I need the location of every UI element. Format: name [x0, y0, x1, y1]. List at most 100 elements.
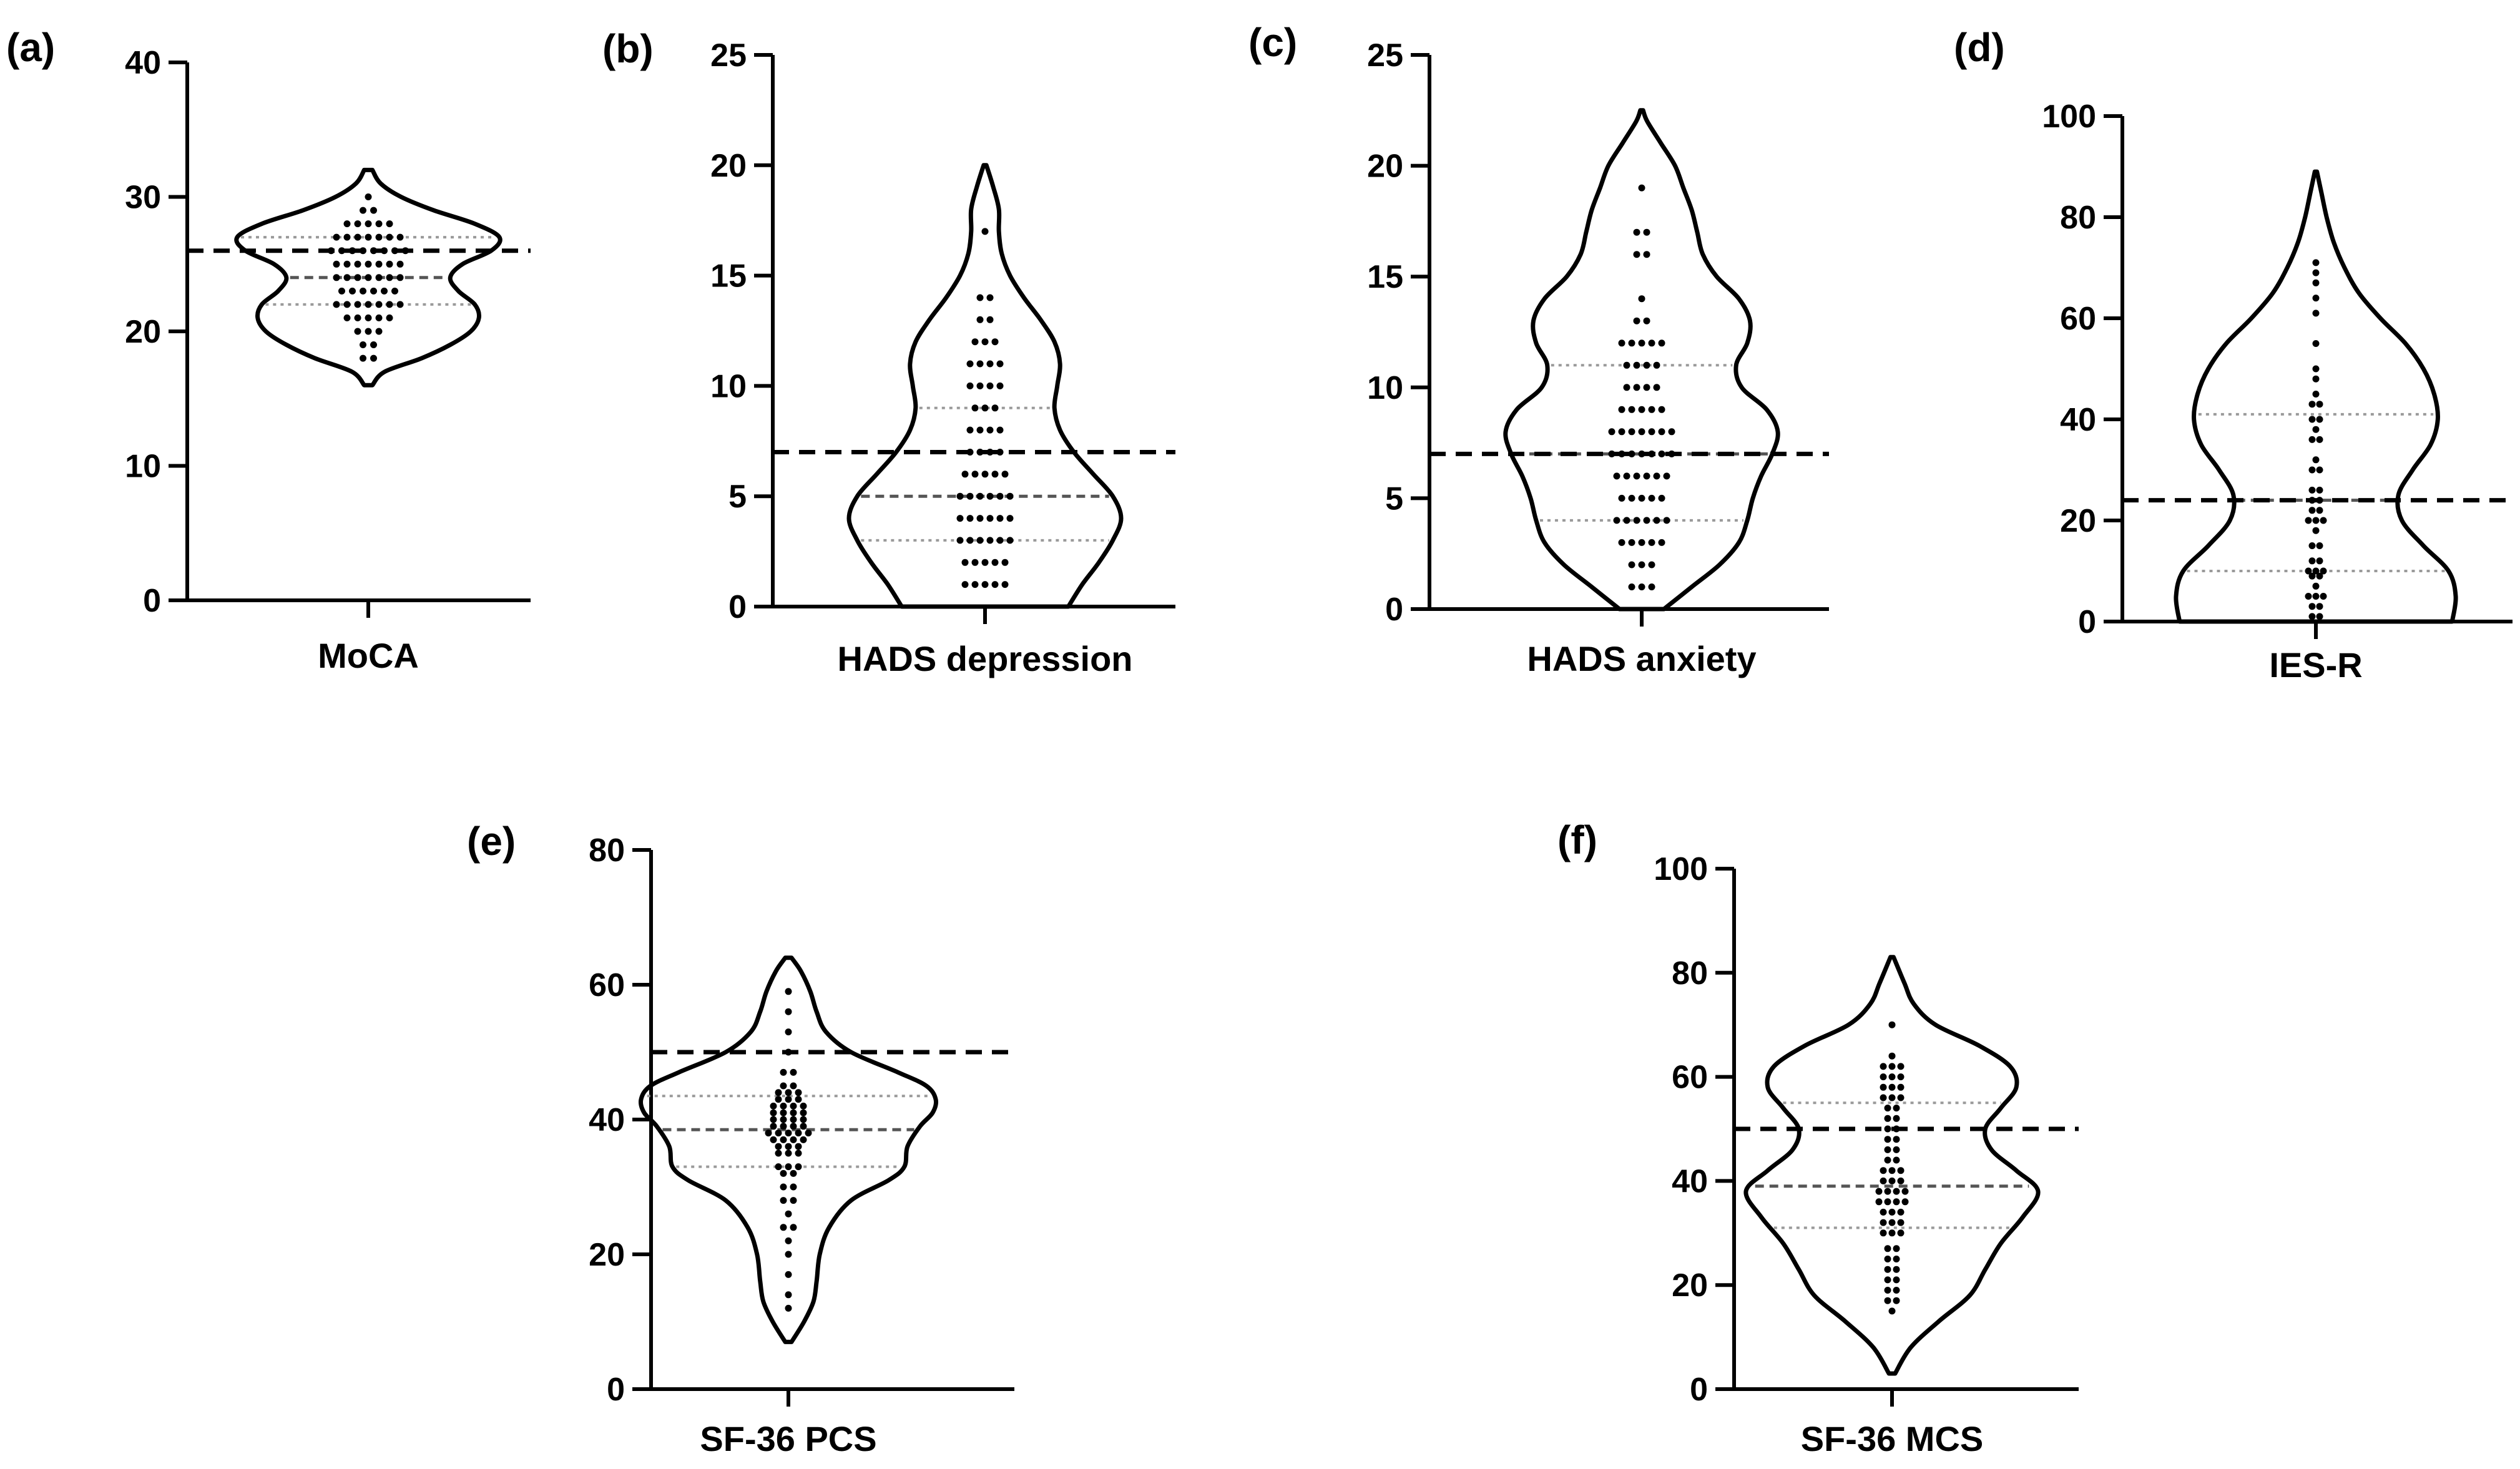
data-point	[1893, 1256, 1900, 1262]
data-point	[986, 537, 994, 544]
data-point	[966, 360, 974, 368]
data-point	[780, 1068, 787, 1076]
data-point	[1897, 1083, 1905, 1091]
data-point	[780, 1224, 787, 1231]
panel-letter: (b)	[602, 26, 654, 71]
data-point	[1613, 472, 1620, 480]
y-tick-label: 0	[607, 1372, 625, 1408]
data-point	[1884, 1276, 1891, 1284]
data-point	[386, 274, 393, 281]
data-point	[1897, 1208, 1905, 1216]
data-point	[343, 220, 351, 228]
data-point	[2316, 416, 2323, 423]
data-point	[1884, 1146, 1891, 1153]
data-point	[2316, 542, 2323, 549]
data-point	[1648, 494, 1655, 502]
data-point	[770, 1109, 777, 1116]
data-point	[986, 294, 994, 301]
category-label: SF-36 MCS	[1801, 1419, 1984, 1458]
y-tick-label: 60	[589, 967, 625, 1003]
data-point	[800, 1102, 807, 1110]
y-tick-label: 40	[125, 45, 161, 81]
data-point	[790, 1136, 797, 1143]
data-point	[2308, 557, 2316, 565]
data-point	[396, 260, 404, 268]
y-tick-label: 15	[710, 258, 747, 295]
data-point	[1663, 517, 1670, 524]
data-point	[370, 207, 377, 214]
data-point	[800, 1123, 807, 1130]
data-point	[971, 404, 979, 412]
y-tick-label: 80	[2060, 200, 2096, 236]
data-point	[1893, 1287, 1900, 1294]
data-point	[1893, 1297, 1900, 1304]
data-point	[976, 316, 984, 323]
data-point	[991, 338, 999, 346]
data-point	[343, 301, 351, 308]
data-point	[386, 260, 393, 268]
y-tick-label: 10	[1367, 370, 1403, 406]
y-tick-label: 0	[2078, 604, 2096, 640]
data-point	[1643, 384, 1650, 391]
data-point	[1623, 384, 1630, 391]
data-point	[1643, 517, 1650, 524]
data-point	[996, 426, 1004, 434]
data-point	[1633, 361, 1640, 369]
data-point	[991, 471, 999, 478]
data-point	[1001, 559, 1009, 566]
data-point	[1623, 517, 1630, 524]
data-point	[360, 247, 366, 255]
data-point	[375, 301, 383, 308]
data-point	[1888, 1208, 1896, 1216]
data-point	[770, 1136, 777, 1143]
y-tick-label: 60	[2060, 301, 2096, 337]
data-point	[1884, 1136, 1891, 1143]
data-point	[1638, 583, 1645, 590]
data-point	[971, 581, 979, 588]
data-point	[2308, 436, 2316, 443]
data-point	[2320, 517, 2327, 524]
data-point	[956, 492, 964, 500]
data-point	[1658, 539, 1665, 546]
data-point	[1633, 472, 1640, 480]
data-point	[343, 260, 351, 268]
data-point	[986, 426, 994, 434]
y-tick-label: 25	[710, 37, 747, 74]
data-point	[780, 1169, 787, 1177]
data-point	[765, 1130, 772, 1137]
data-point	[961, 581, 969, 588]
data-point	[2312, 365, 2320, 373]
data-point	[1628, 406, 1635, 413]
data-point	[2312, 375, 2320, 383]
data-point	[981, 559, 989, 566]
y-tick-label: 20	[2060, 503, 2096, 539]
data-point	[790, 1183, 797, 1191]
data-point	[790, 1068, 797, 1076]
data-point	[795, 1149, 802, 1157]
data-point	[1633, 517, 1640, 524]
data-point	[976, 426, 984, 434]
data-point	[2308, 572, 2316, 580]
data-point	[981, 471, 989, 478]
data-point	[2312, 279, 2320, 286]
panel-letter: (c)	[1248, 20, 1297, 65]
data-point	[790, 1102, 797, 1110]
data-point	[780, 1082, 787, 1090]
data-point	[365, 220, 372, 228]
data-point	[976, 537, 984, 544]
y-tick-label: 15	[1367, 259, 1403, 295]
data-point	[1638, 539, 1645, 546]
panel-letter: (f)	[1557, 817, 1597, 862]
data-point	[986, 515, 994, 522]
data-point	[1880, 1229, 1887, 1237]
data-point	[971, 338, 979, 346]
data-point	[1628, 494, 1635, 502]
data-point	[1618, 539, 1625, 546]
data-point	[338, 247, 345, 255]
data-point	[2312, 456, 2320, 464]
data-point	[956, 515, 964, 522]
data-point	[1880, 1208, 1887, 1216]
